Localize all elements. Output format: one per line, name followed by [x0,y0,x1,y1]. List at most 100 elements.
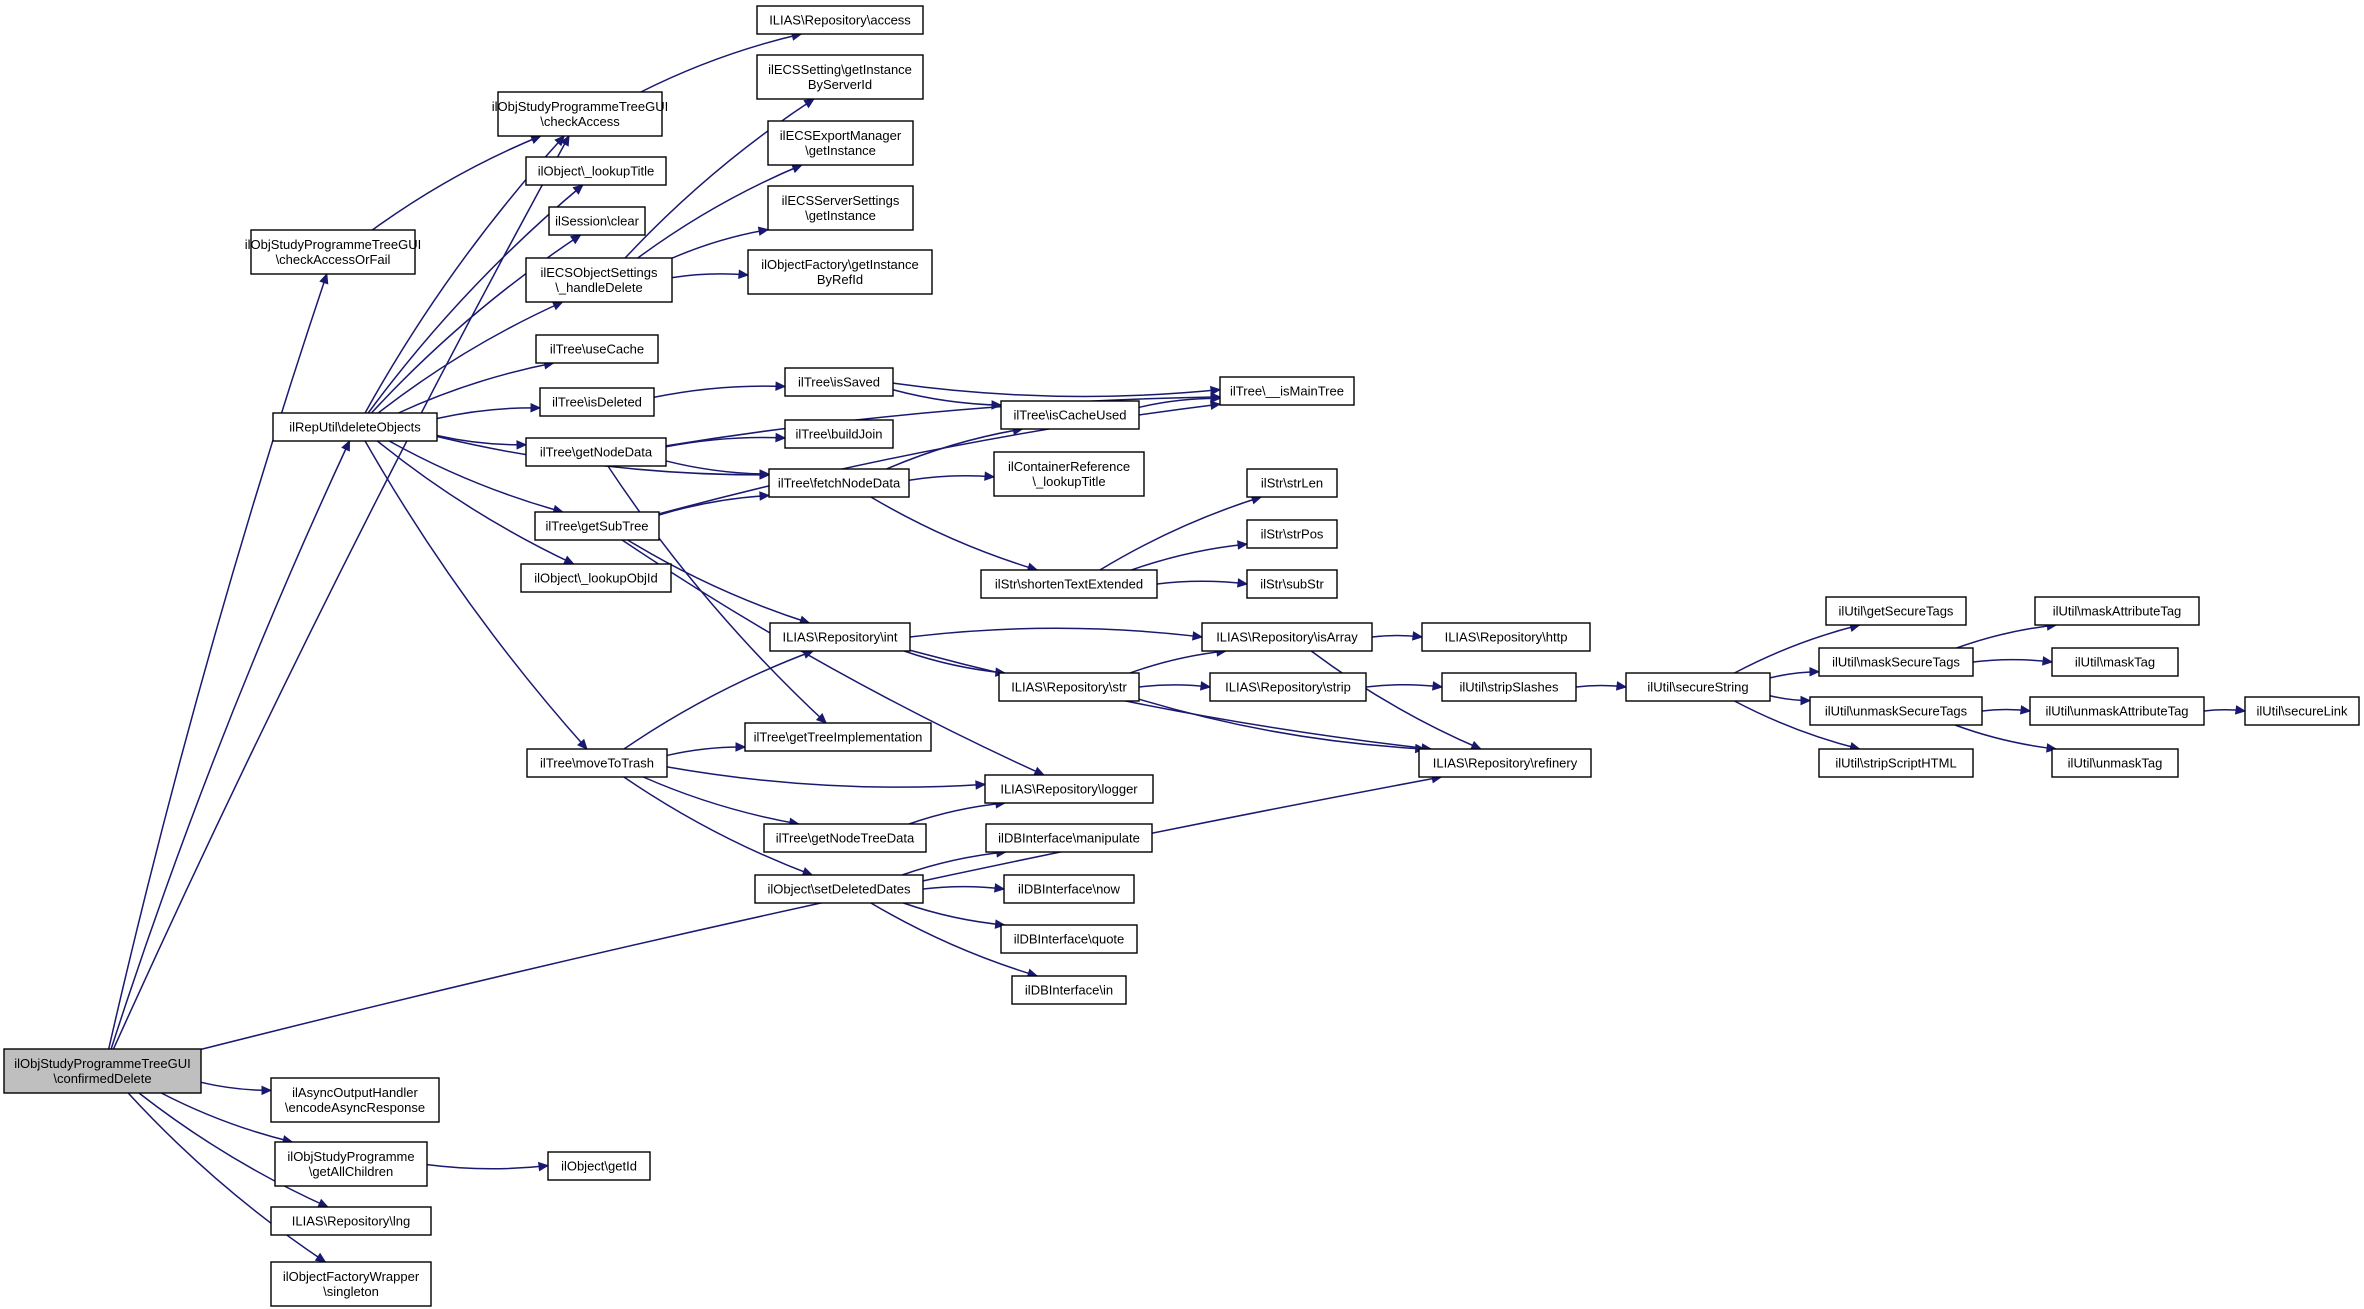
node-repoIsArray[interactable]: ILIAS\Repository\isArray [1201,622,1373,652]
node-ecsServerSettings[interactable]: ilECSServerSettings\getInstance [767,185,914,231]
node-repoStrip[interactable]: ILIAS\Repository\strip [1209,672,1367,702]
node-label: ilUtil\unmaskSecureTags [1825,704,1968,719]
edge-secureString-to-maskSecureTags [1769,667,1821,679]
node-secureLink[interactable]: ilUtil\secureLink [2244,696,2360,726]
node-objectFactoryWrapper[interactable]: ilObjectFactoryWrapper\singleton [270,1261,432,1307]
node-getAllChildren[interactable]: ilObjStudyProgramme\getAllChildren [274,1141,428,1187]
node-ecsExportManager[interactable]: ilECSExportManager\getInstance [767,120,914,166]
node-unmaskTag[interactable]: ilUtil\unmaskTag [2051,748,2179,778]
node-maskAttributeTag[interactable]: ilUtil\maskAttributeTag [2034,596,2200,626]
edge-setDeletedDates-to-dbQuote [903,902,1006,929]
node-box [2029,696,2205,726]
node-repoLogger[interactable]: ILIAS\Repository\logger [984,774,1154,804]
node-shortenTextExtended[interactable]: ilStr\shortenTextExtended [980,569,1158,599]
node-label: ilDBInterface\in [1025,983,1113,998]
node-checkAccess[interactable]: ilObjStudyProgrammeTreeGUI\checkAccess [492,91,669,137]
edge-setDeletedDates-to-dbManipulate [901,848,1008,876]
arrowhead [993,883,1006,893]
edge-repoIsArray-to-repoRefinery [1310,650,1482,750]
arrowhead [803,98,815,109]
node-treeGetTreeImplementation[interactable]: ilTree\getTreeImplementation [744,722,932,752]
edge-maskSecureTags-to-maskAttributeTag [1956,621,2058,649]
node-repoInt[interactable]: ILIAS\Repository\int [769,622,911,652]
node-box [1818,647,1974,677]
node-stripSlashes[interactable]: ilUtil\stripSlashes [1441,672,1577,702]
node-subStr[interactable]: ilStr\subStr [1246,569,1338,599]
node-treeGetSubTree[interactable]: ilTree\getSubTree [534,511,660,541]
node-treeIsCacheUsed[interactable]: ilTree\isCacheUsed [1000,400,1140,430]
edge-treeGetSubTree-to-treeFetchNodeData [658,491,771,516]
node-treeIsSaved[interactable]: ilTree\isSaved [784,367,894,397]
node-treeFetchNodeData[interactable]: ilTree\fetchNodeData [768,468,910,498]
node-box [539,387,655,417]
edge-shortenTextExtended-to-strLen [1099,495,1263,571]
edge-getAllChildren-to-objectGetId [426,1161,550,1172]
node-treeGetNodeData[interactable]: ilTree\getNodeData [525,437,667,467]
edge-deleteObjects-to-treeIsDeleted [436,402,542,420]
node-label: ilECSObjectSettings\_handleDelete [540,265,658,295]
node-containerRefLookupTitle[interactable]: ilContainerReference\_lookupTitle [993,451,1145,497]
node-repoLng[interactable]: ILIAS\Repository\lng [270,1206,432,1236]
arrowhead [563,555,575,565]
arrowhead [759,491,771,501]
node-treeBuildJoin[interactable]: ilTree\buildJoin [784,419,894,449]
edge-repoStrip-to-stripSlashes [1365,681,1444,691]
arrowhead [1199,681,1212,691]
node-lookupObjId[interactable]: ilObject\_lookupObjId [520,563,672,593]
node-repoAccess[interactable]: ILIAS\Repository\access [756,5,924,35]
node-box [2051,647,2179,677]
edge-checkAccessOrFail-to-checkAccess [371,135,542,231]
node-setDeletedDates[interactable]: ilObject\setDeletedDates [754,874,924,904]
node-maskTag[interactable]: ilUtil\maskTag [2051,647,2179,677]
node-box [270,1261,432,1307]
node-repoHttp[interactable]: ILIAS\Repository\http [1421,622,1591,652]
node-secureString[interactable]: ilUtil\secureString [1625,672,1771,702]
node-label: ilTree\useCache [550,342,644,357]
node-box [993,451,1145,497]
node-getSecureTags[interactable]: ilUtil\getSecureTags [1825,596,1967,626]
nodes-layer: ilObjStudyProgrammeTreeGUI\confirmedDele… [3,5,2360,1307]
node-label: ilDBInterface\manipulate [998,831,1140,846]
node-box [769,622,911,652]
node-moveToTrash[interactable]: ilTree\moveToTrash [526,748,668,778]
edge-confirmedDelete-to-deleteObjects [110,439,351,1050]
node-box [1246,569,1338,599]
node-dbManipulate[interactable]: ilDBInterface\manipulate [985,823,1153,853]
node-label: ilTree\getSubTree [545,519,648,534]
node-maskSecureTags[interactable]: ilUtil\maskSecureTags [1818,647,1974,677]
node-treeGetNodeTreeData[interactable]: ilTree\getNodeTreeData [763,823,927,853]
edges-layer [107,31,2247,1263]
node-lookupTitle[interactable]: ilObject\_lookupTitle [525,156,667,186]
node-dbQuote[interactable]: ilDBInterface\quote [1000,924,1138,954]
node-label: ilStr\shortenTextExtended [995,577,1143,592]
node-strPos[interactable]: ilStr\strPos [1246,519,1338,549]
node-dbIn[interactable]: ilDBInterface\in [1011,975,1127,1005]
edge-repoStr-to-repoIsArray [1129,647,1228,674]
node-unmaskSecureTags[interactable]: ilUtil\unmaskSecureTags [1809,696,1983,726]
node-stripScriptHTML[interactable]: ilUtil\stripScriptHTML [1818,748,1974,778]
node-repoRefinery[interactable]: ILIAS\Repository\refinery [1418,748,1592,778]
node-objectGetId[interactable]: ilObject\getId [547,1151,651,1181]
node-box [272,412,438,442]
node-unmaskAttributeTag[interactable]: ilUtil\unmaskAttributeTag [2029,696,2205,726]
node-encodeAsyncResponse[interactable]: ilAsyncOutputHandler\encodeAsyncResponse [270,1077,440,1123]
node-checkAccessOrFail[interactable]: ilObjStudyProgrammeTreeGUI\checkAccessOr… [245,229,422,275]
arrowhead [1237,540,1249,550]
edge-secureString-to-unmaskSecureTags [1769,694,1812,706]
node-treeUseCache[interactable]: ilTree\useCache [535,334,659,364]
node-deleteObjects[interactable]: ilRepUtil\deleteObjects [272,412,438,442]
node-treeIsMainTree[interactable]: ilTree\__isMainTree [1219,376,1355,406]
node-box [763,823,927,853]
node-sessionClear[interactable]: ilSession\clear [548,206,646,236]
node-treeIsDeleted[interactable]: ilTree\isDeleted [539,387,655,417]
node-label: ilTree\isDeleted [552,395,642,410]
node-ecsHandleDelete[interactable]: ilECSObjectSettings\_handleDelete [525,257,673,303]
node-confirmedDelete[interactable]: ilObjStudyProgrammeTreeGUI\confirmedDele… [3,1048,202,1094]
node-repoStr[interactable]: ILIAS\Repository\str [998,672,1140,702]
node-label: ilUtil\unmaskAttributeTag [2045,704,2188,719]
arrowhead [1411,631,1424,641]
node-dbNow[interactable]: ilDBInterface\now [1003,874,1135,904]
node-strLen[interactable]: ilStr\strLen [1246,468,1338,498]
